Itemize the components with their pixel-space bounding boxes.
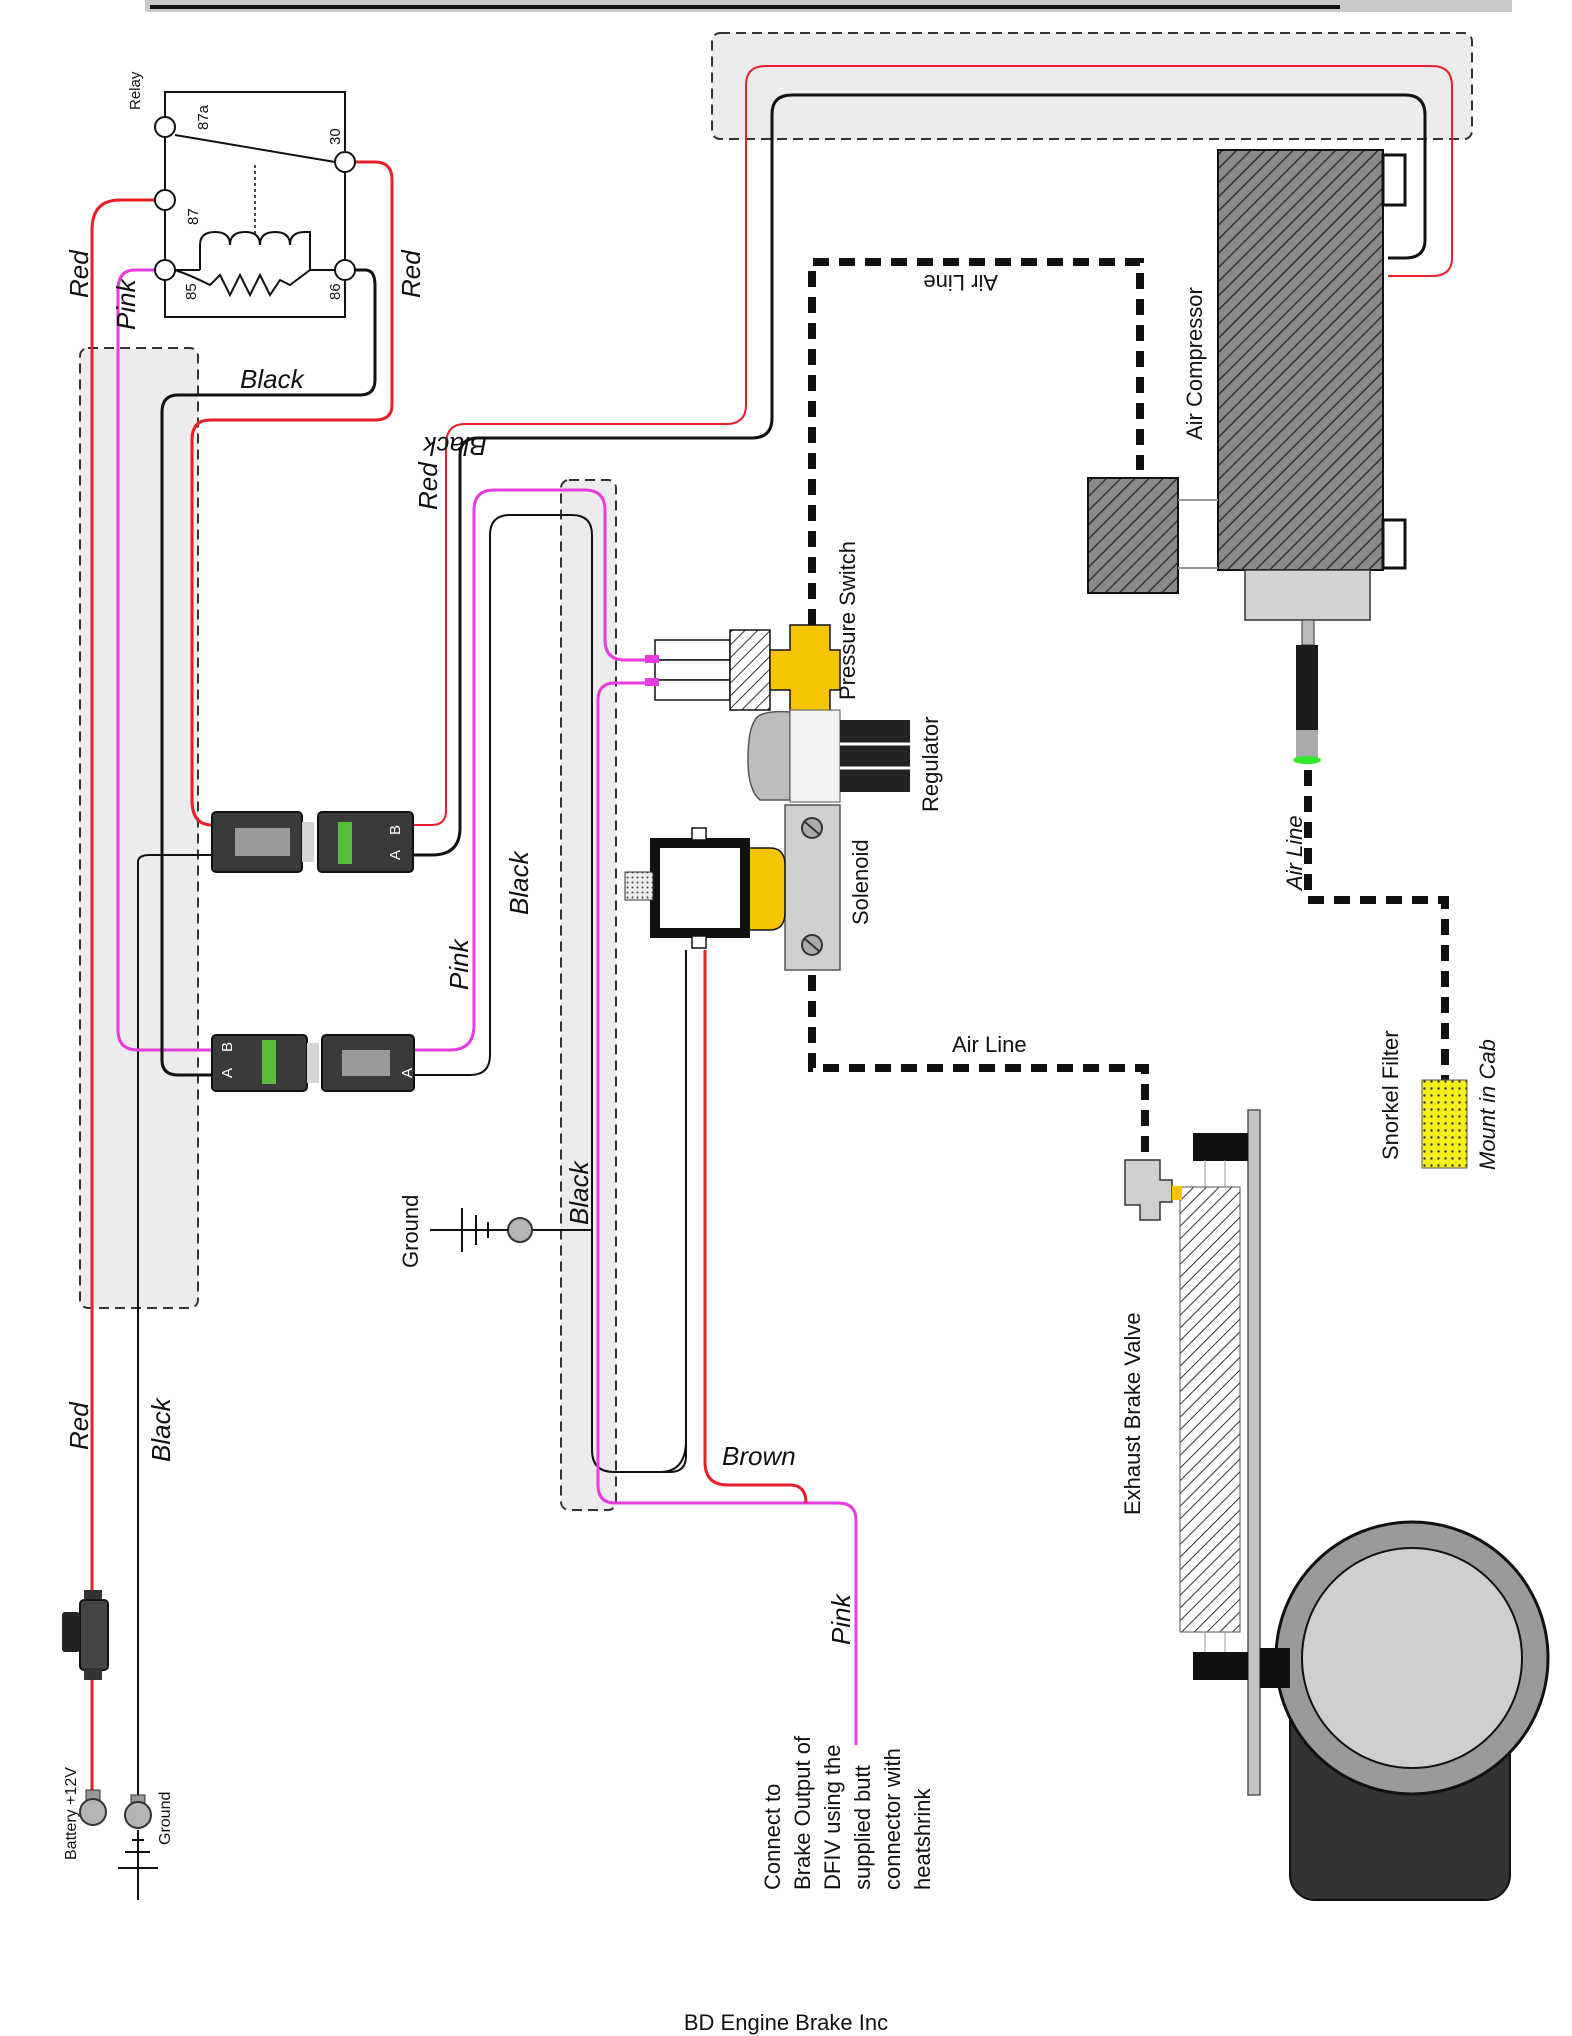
label-black-1: Black [240,364,306,394]
label-pink-3: Pink [826,1592,856,1645]
relay: Relay 87a 30 87 85 86 [127,71,356,318]
wire-red-compressor [412,65,1453,826]
relay-pin-87: 87 [185,208,202,225]
label-exhaust-valve: Exhaust Brake Valve [1120,1312,1145,1515]
battery-terminal: Battery +12V [63,1767,107,1860]
instruction-line-2: Brake Output of [790,1735,815,1890]
wire-black-compressor [412,93,1427,857]
instruction-line-1: Connect to [760,1784,785,1890]
instruction-line-3: DFIV using the [820,1744,845,1890]
label-red-3: Red [413,461,443,510]
ground-terminal: Ground [118,1792,174,1900]
label-pink-2: Pink [444,937,474,990]
wire-pink-relay85 [116,268,212,1052]
label-air-line-filter: Air Line [1282,815,1307,892]
instruction-line-5: connector with [880,1748,905,1890]
relay-pin-85: 85 [183,283,200,300]
connector-upper-pin-b: B [387,825,404,835]
connector-lower-pin-a: A [219,1068,236,1078]
label-compressor: Air Compressor [1182,287,1207,440]
label-battery: Battery +12V [63,1767,80,1860]
connector-lower-pin-a2: A [399,1068,416,1078]
instruction-line-4: supplied butt [850,1765,875,1890]
solenoid: Solenoid [624,804,873,971]
harness-loom-top [711,32,1473,140]
label-black-4: Black [564,1159,594,1225]
snorkel-filter: Snorkel Filter Mount in Cab [1378,1030,1500,1170]
connector-lower-pin-b: B [219,1042,236,1052]
label-pink-1: Pink [111,277,141,330]
label-ground-chassis: Ground [398,1195,423,1268]
footer-company: BD Engine Brake Inc [683,2010,889,2035]
wire-black-loop [412,514,687,1473]
label-pressure: Pressure Switch [835,541,860,700]
instruction-line-6: heatshrink [910,1787,935,1890]
wire-pink-pressure [412,488,655,1052]
label-black-3: Black [504,849,534,915]
connector-lower: B A A [211,1034,416,1092]
wire-black-relay86 [160,268,377,1077]
wire-pink-output [596,681,858,1745]
wire-black-ground [137,854,212,1795]
wire-solenoid-brown [703,950,808,1504]
relay-pin-30: 30 [327,128,344,145]
label-air-line-bottom: Air Line [952,1032,1027,1057]
label-red-4: Red [64,1401,94,1450]
exhaust-brake-valve: Exhaust Brake Valve [1120,1109,1550,1901]
label-red-1: Red [64,249,94,298]
instruction-text: Connect to Brake Output of DFIV using th… [760,1735,935,1890]
relay-title: Relay [127,71,144,110]
label-black-5: Black [146,1396,176,1462]
label-brown: Brown [722,1441,796,1471]
label-regulator: Regulator [918,717,943,812]
label-air-line-top: Air Line [923,270,998,295]
connector-upper-pin-a: A [387,850,404,860]
label-solenoid: Solenoid [848,839,873,925]
relay-pin-87a: 87a [195,104,212,130]
connector-upper: A B [211,811,414,873]
relay-pin-86: 86 [327,283,344,300]
fuse-holder [62,1590,109,1680]
ground-chassis: Ground [398,1195,533,1268]
label-black-2: Black [421,431,487,461]
air-line-compressor-switch [808,258,1144,625]
label-red-2: Red [396,249,426,298]
air-compressor: Air Compressor [1087,149,1407,764]
label-mount-in-cab: Mount in Cab [1475,1039,1500,1170]
pressure-switch: Pressure Switch [645,541,860,716]
wire-solenoid-black [659,950,687,1473]
wire-red-relay30 [190,160,394,827]
air-line-filter [1304,770,1449,1080]
label-ground-battery: Ground [157,1792,174,1845]
label-snorkel: Snorkel Filter [1378,1030,1403,1160]
air-line-solenoid-valve [808,975,1149,1160]
regulator: Regulator [747,709,943,812]
harness-loom-center [560,479,617,1511]
